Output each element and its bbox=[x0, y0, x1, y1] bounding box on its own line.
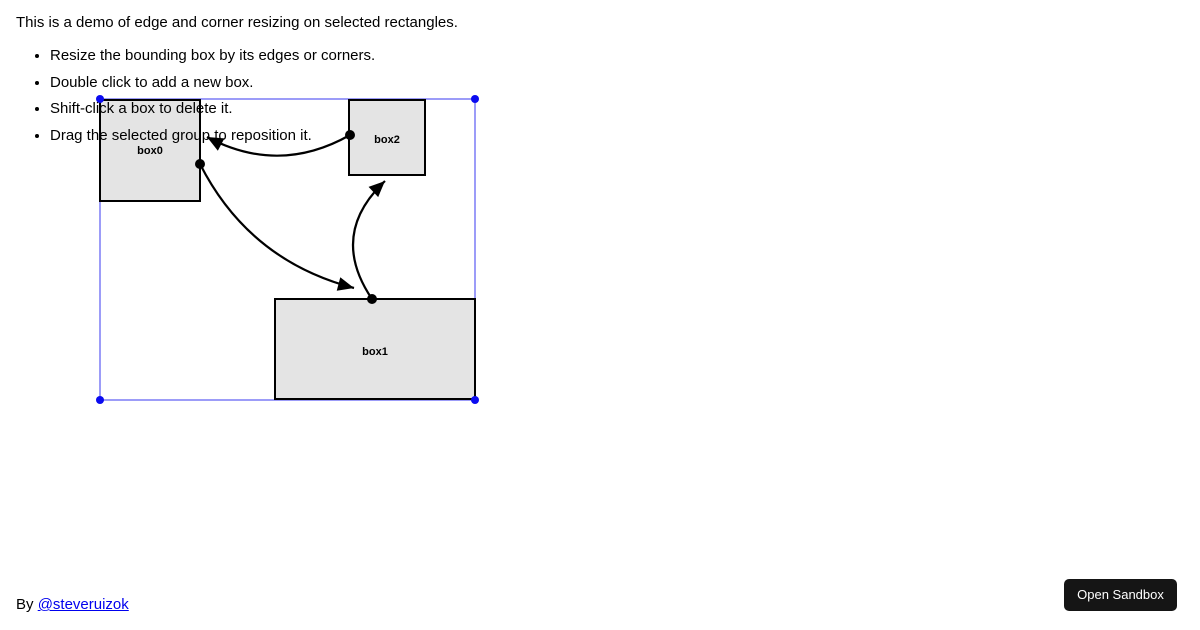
intro-lead-text: This is a demo of edge and corner resizi… bbox=[16, 14, 458, 31]
list-item: Drag the selected group to reposition it… bbox=[50, 123, 716, 150]
list-item: Shift-click a box to delete it. bbox=[50, 96, 716, 123]
handle-bottom-right[interactable] bbox=[471, 396, 479, 404]
open-sandbox-button[interactable]: Open Sandbox bbox=[1064, 579, 1177, 611]
arrow-head bbox=[368, 181, 385, 198]
arrow-path[interactable] bbox=[351, 180, 386, 300]
footer-credit: By @steveruizok bbox=[16, 595, 129, 614]
list-item: Double click to add a new box. bbox=[50, 70, 716, 97]
arrow-start-dot[interactable] bbox=[195, 159, 205, 169]
list-item: Resize the bounding box by its edges or … bbox=[50, 43, 716, 70]
footer-by-prefix: By bbox=[16, 596, 38, 613]
box-rect[interactable] bbox=[274, 298, 476, 400]
handle-bottom-left[interactable] bbox=[96, 396, 104, 404]
author-link[interactable]: @steveruizok bbox=[37, 596, 129, 613]
arrow-start-dot[interactable] bbox=[367, 294, 377, 304]
arrow-path[interactable] bbox=[199, 163, 355, 290]
intro-block: This is a demo of edge and corner resizi… bbox=[16, 13, 716, 149]
arrow-head bbox=[336, 277, 354, 291]
box-group-box1[interactable]: box1 bbox=[274, 298, 476, 400]
intro-bullet-list: Resize the bounding box by its edges or … bbox=[16, 43, 716, 149]
arrow-layer[interactable] bbox=[195, 130, 386, 304]
box-label: box1 bbox=[362, 346, 388, 358]
